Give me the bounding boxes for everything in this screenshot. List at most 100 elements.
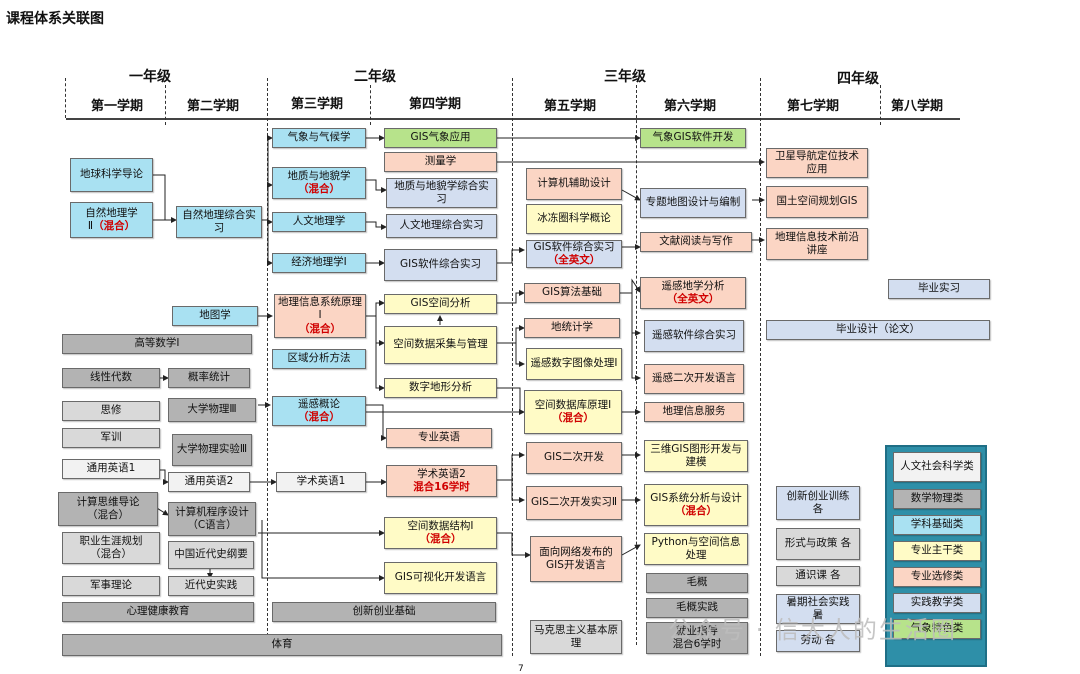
header-divider — [66, 118, 960, 120]
course-physical-geo-practice[interactable]: 自然地理综合实习 — [176, 206, 262, 238]
divider — [760, 78, 761, 656]
course-gis-system-design[interactable]: GIS系统分析与设计（混合） — [644, 484, 748, 526]
course-label: 体育 — [271, 638, 293, 651]
course-gis-secondary-dev-practice[interactable]: GIS二次开发实习Ⅱ — [526, 486, 622, 520]
course-gis-software-practice-en[interactable]: GIS软件综合实习（全英文） — [526, 240, 622, 268]
course-rs-image-processing-1[interactable]: 遥感数字图像处理Ⅰ — [526, 348, 622, 380]
course-mao-practice[interactable]: 毛概实践 — [646, 598, 748, 618]
course-geoinfo-frontier-lectures[interactable]: 地理信息技术前沿讲座 — [766, 228, 868, 260]
course-earth-science-intro[interactable]: 地球科学导论 — [70, 158, 153, 192]
course-label: 区域分析方法 — [287, 352, 351, 365]
course-human-geography[interactable]: 人文地理学 — [272, 212, 366, 232]
course-ethics[interactable]: 思修 — [62, 401, 160, 421]
course-gis-algorithms[interactable]: GIS算法基础 — [524, 283, 620, 303]
course-human-geo-practice[interactable]: 人文地理综合实习 — [386, 214, 497, 238]
course-label: 自然地理学 — [85, 206, 138, 219]
course-pe[interactable]: 体育 — [62, 634, 502, 656]
watermark: 公众号 · 信大人的生活圈 — [668, 616, 957, 644]
course-label: 遥感概论 — [298, 397, 340, 410]
course-gis-secondary-dev[interactable]: GIS二次开发 — [526, 442, 622, 474]
course-advanced-math-1[interactable]: 高等数学Ⅰ — [62, 334, 252, 354]
course-label: 地质与地貌学综合实习 — [394, 179, 489, 205]
course-3d-gis-modeling[interactable]: 三维GIS图形开发与建模 — [644, 440, 748, 472]
course-physics-3[interactable]: 大学物理Ⅲ — [168, 398, 256, 422]
course-gis-software-practice[interactable]: GIS软件综合实习 — [384, 249, 497, 281]
course-programming-c[interactable]: 计算机程序设计（C语言） — [168, 502, 256, 536]
course-meteorology-climatology[interactable]: 气象与气候学 — [272, 128, 366, 148]
course-meteo-gis-software-dev[interactable]: 气象GIS软件开发 — [640, 128, 746, 148]
course-innovation-training[interactable]: 创新创业训练 各 — [776, 486, 860, 520]
course-academic-english-1[interactable]: 学术英语1 — [276, 472, 366, 492]
course-linear-algebra[interactable]: 线性代数 — [62, 368, 160, 388]
course-label: 经济地理学Ⅰ — [291, 256, 347, 269]
course-professional-english[interactable]: 专业英语 — [386, 428, 492, 448]
course-remote-sensing-intro[interactable]: 遥感概论（混合） — [272, 396, 366, 426]
course-military-training[interactable]: 军训 — [62, 428, 160, 448]
course-spatial-data-structure-1[interactable]: 空间数据结构Ⅰ（混合） — [384, 517, 497, 549]
course-label: 专业英语 — [418, 431, 460, 444]
course-label: 混合6学时 — [672, 638, 722, 650]
course-computational-thinking[interactable]: 计算思维导论（混合） — [58, 492, 158, 526]
course-gis-spatial-analysis[interactable]: GIS空间分析 — [384, 294, 497, 314]
course-digital-terrain-analysis[interactable]: 数字地形分析 — [384, 378, 497, 398]
course-surveying[interactable]: 测量学 — [384, 152, 497, 172]
course-graduation-thesis[interactable]: 毕业设计（论文） — [766, 320, 990, 340]
legend-humanities: 人文社会科学类 — [893, 452, 981, 482]
course-rs-geo-analysis[interactable]: 遥感地学分析（全英文） — [640, 277, 746, 309]
course-mao-thought[interactable]: 毛概 — [646, 573, 748, 593]
course-innovation-basics[interactable]: 创新创业基础 — [272, 602, 496, 622]
course-summer-practice[interactable]: 暑期社会实践 暑 — [776, 594, 860, 624]
course-hybrid-tag: （混合） — [419, 533, 462, 545]
course-gis-visualization-lang[interactable]: GIS可视化开发语言 — [384, 562, 497, 594]
course-graduation-internship[interactable]: 毕业实习 — [888, 279, 990, 299]
course-territorial-planning-gis[interactable]: 国土空间规划GIS — [766, 186, 868, 218]
course-employment-guidance[interactable]: 就业指导混合6学时 — [646, 622, 748, 654]
course-gis-principles-1[interactable]: 地理信息系统原理Ⅰ（混合） — [274, 294, 366, 338]
course-label: 空间数据库原理Ⅰ（混合） — [535, 399, 612, 425]
course-thematic-mapping[interactable]: 专题地图设计与编制 — [640, 188, 746, 218]
course-spatial-data-acquisition[interactable]: 空间数据采集与管理 — [384, 326, 497, 364]
course-label: GIS二次开发实习Ⅱ — [530, 496, 618, 509]
course-label: GIS软件综合实习 — [400, 258, 481, 271]
course-spatial-database-1[interactable]: 空间数据库原理Ⅰ（混合） — [524, 390, 622, 434]
course-labor[interactable]: 劳动 各 — [776, 630, 860, 652]
course-rs-software-practice[interactable]: 遥感软件综合实习 — [644, 320, 744, 352]
course-python-spatial[interactable]: Python与空间信息处理 — [644, 533, 748, 565]
course-gnss-application[interactable]: 卫星导航定位技术应用 — [766, 148, 868, 178]
course-label: GIS系统分析与设计（混合） — [650, 492, 741, 518]
course-cryosphere-science[interactable]: 冰冻圈科学概论 — [526, 204, 622, 234]
course-regional-analysis[interactable]: 区域分析方法 — [272, 349, 366, 369]
course-web-gis-language[interactable]: 面向网络发布的GIS开发语言 — [530, 536, 622, 582]
course-modern-history-practice[interactable]: 近代史实践 — [168, 576, 254, 596]
course-military-theory[interactable]: 军事理论 — [62, 576, 160, 596]
term-5: 第五学期 — [543, 99, 596, 114]
course-geoinfo-services[interactable]: 地理信息服务 — [644, 402, 744, 422]
course-economic-geography-1[interactable]: 经济地理学Ⅰ — [272, 253, 366, 273]
course-label: GIS软件综合实习 — [533, 240, 615, 253]
course-rs-secondary-dev-lang[interactable]: 遥感二次开发语言 — [644, 364, 744, 394]
course-cad[interactable]: 计算机辅助设计 — [526, 168, 622, 200]
course-mental-health[interactable]: 心理健康教育 — [62, 602, 254, 622]
course-general-english-1[interactable]: 通用英语1 — [62, 459, 160, 479]
course-general-education[interactable]: 通识课 各 — [776, 566, 860, 586]
course-career-planning[interactable]: 职业生涯规划（混合） — [62, 532, 160, 564]
page-title: 课程体系关联图 — [6, 11, 104, 27]
course-modern-history[interactable]: 中国近代史纲要 — [168, 541, 254, 569]
course-literature-reading[interactable]: 文献阅读与写作 — [640, 232, 752, 252]
course-hybrid-tag: （混合） — [675, 505, 717, 517]
course-marxism[interactable]: 马克思主义基本原理 — [530, 620, 622, 654]
course-gis-meteorology-app[interactable]: GIS气象应用 — [384, 128, 497, 148]
course-cartography[interactable]: 地图学 — [172, 306, 258, 326]
course-geology-practice[interactable]: 地质与地貌学综合实习 — [386, 178, 497, 208]
legend-label: 专业主干类 — [910, 544, 964, 557]
course-label: 就业指导 — [676, 624, 718, 637]
course-geology-geomorphology[interactable]: 地质与地貌学（混合） — [272, 167, 366, 199]
course-geostatistics[interactable]: 地统计学 — [524, 318, 620, 338]
course-physics-lab-3[interactable]: 大学物理实验Ⅲ — [172, 434, 252, 466]
course-general-english-2[interactable]: 通用英语2 — [168, 472, 250, 492]
course-label: 地统计学 — [551, 321, 593, 334]
course-probability-statistics[interactable]: 概率统计 — [168, 368, 250, 388]
course-situation-policy[interactable]: 形式与政策 各 — [776, 528, 860, 560]
